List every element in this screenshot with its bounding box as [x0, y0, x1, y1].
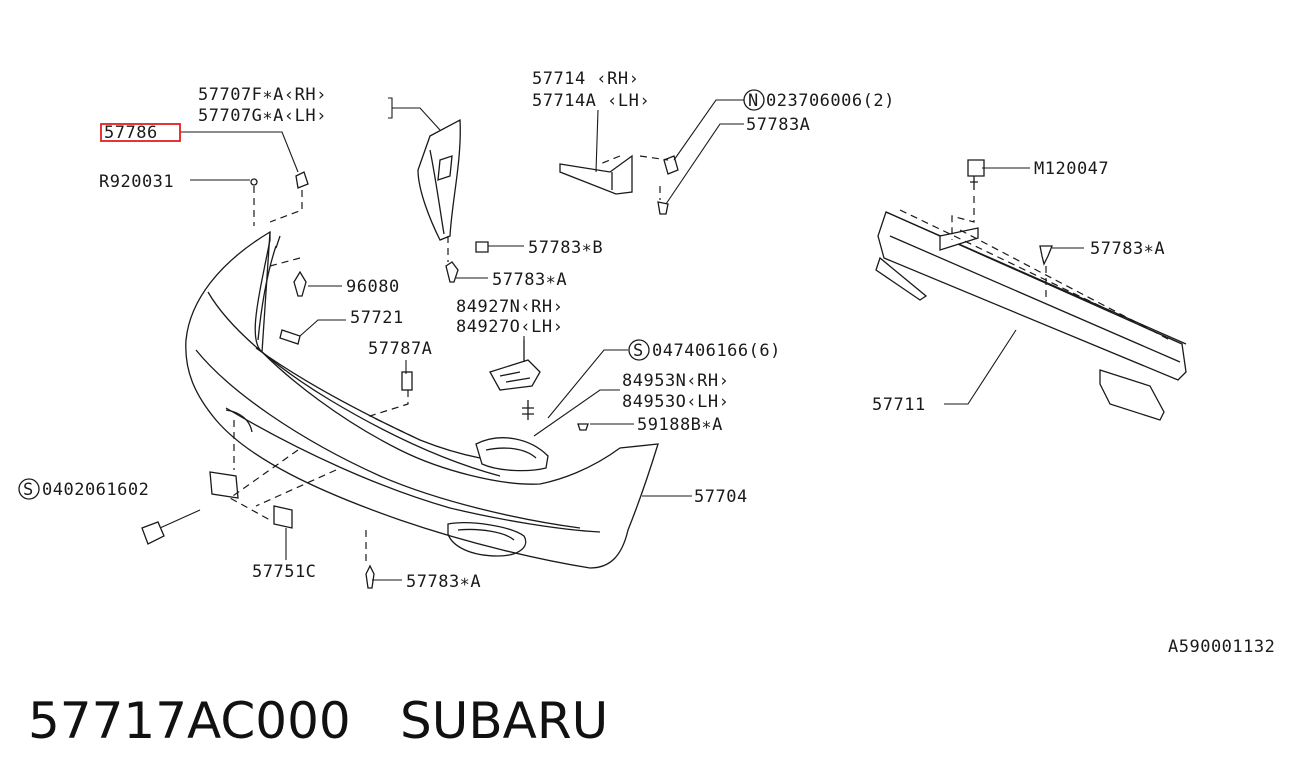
screw-small-drawing	[522, 400, 534, 420]
fasteners-drawing	[141, 155, 679, 589]
label-clip-bottom: 57783∗A	[406, 572, 481, 592]
label-screw-s-right: 047406166(6)	[652, 341, 781, 361]
label-bracket-57787a: 57787A	[368, 339, 432, 359]
label-clip-57783b: 57783∗B	[528, 238, 603, 258]
label-seal-57721: 57721	[350, 308, 404, 328]
label-bracket-lh: 57707G∗A‹LH›	[198, 106, 327, 126]
label-bumper-face: 57704	[694, 487, 748, 507]
highlight-box	[100, 123, 181, 142]
symbol-s-right: S	[633, 341, 644, 361]
footer-brand: SUBARU	[400, 692, 608, 750]
fog-lamp-bracket-drawing	[489, 340, 541, 391]
label-screw-s-left: 0402061602	[42, 480, 149, 500]
label-stay-rh: 57714 ‹RH›	[532, 69, 639, 89]
label-clip-57783a-top: 57783A	[746, 115, 810, 135]
illustration-id: A590001132	[1168, 637, 1275, 657]
label-lamp-rh: 84927N‹RH›	[456, 297, 563, 317]
label-bolt-m: M120047	[1034, 159, 1109, 179]
label-beam: 57711	[872, 395, 926, 415]
assembly-dashes	[228, 155, 1171, 566]
leader-lines	[159, 97, 1084, 581]
footer-part-number: 57717AC000	[28, 692, 351, 750]
label-clip-57783a-mid: 57783∗A	[492, 270, 567, 290]
label-stay-lh: 57714A ‹LH›	[532, 91, 650, 111]
label-cover-rh: 84953N‹RH›	[622, 371, 729, 391]
label-lamp-lh: 84927O‹LH›	[456, 317, 563, 337]
label-cover-lh: 84953O‹LH›	[622, 392, 729, 412]
label-clip-beam: 57783∗A	[1090, 239, 1165, 259]
side-bracket-drawing	[417, 118, 461, 241]
screw-right-symbol-circle	[628, 339, 650, 361]
label-clip-96080: 96080	[346, 277, 400, 297]
stay-drawing	[559, 154, 633, 195]
label-screw-r: R920031	[99, 172, 174, 192]
label-under-cover: 57751C	[252, 562, 316, 582]
label-nut-n: 023706006(2)	[766, 91, 895, 111]
beam-drawing	[875, 159, 1187, 421]
nut-symbol-circle	[743, 89, 765, 111]
label-bracket-rh: 57707F∗A‹RH›	[198, 85, 327, 105]
label-plug: 59188B∗A	[637, 415, 723, 435]
label-clip-highlight[interactable]: 57786	[104, 123, 158, 143]
symbol-n: N	[748, 91, 759, 111]
bumper-face-drawing	[185, 230, 659, 569]
symbol-s-left: S	[23, 480, 34, 500]
screw-left-symbol-circle	[18, 478, 40, 500]
fog-lamp-cover-drawing	[475, 437, 549, 472]
